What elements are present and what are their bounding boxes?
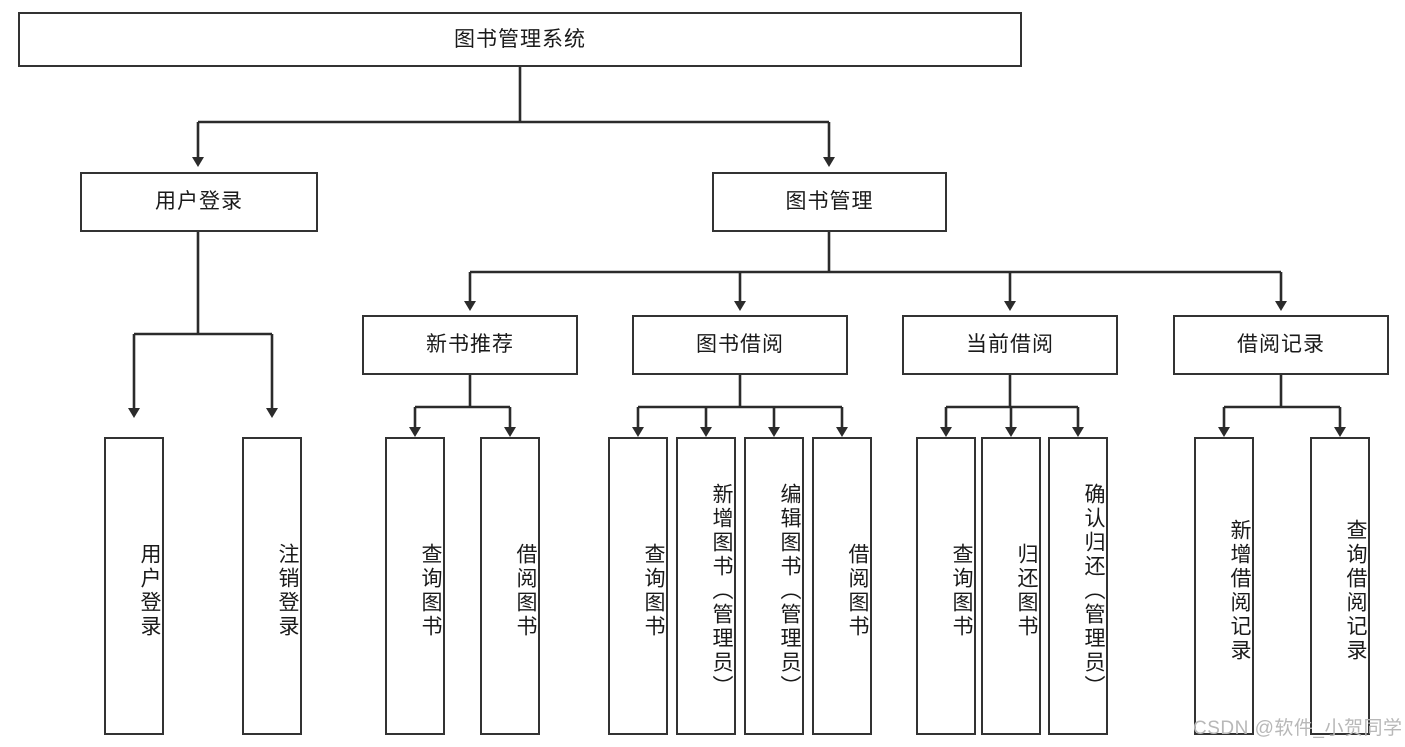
node-leaf-borrow-edit-book[interactable]: 编辑图书（管理员） xyxy=(744,437,804,735)
node-leaf-borrow-borrow-book[interactable]: 借阅图书 xyxy=(812,437,872,735)
node-label: 借阅图书 xyxy=(514,543,537,639)
node-label: 确认归还（管理员） xyxy=(1082,483,1105,699)
node-label: 图书管理系统 xyxy=(454,27,586,51)
node-label: 新书推荐 xyxy=(426,333,514,357)
node-label: 新增图书（管理员） xyxy=(710,483,733,699)
node-book-management[interactable]: 图书管理 xyxy=(712,172,947,232)
node-leaf-current-return-book[interactable]: 归还图书 xyxy=(981,437,1041,735)
node-label: 查询图书 xyxy=(642,543,665,639)
node-user-login[interactable]: 用户登录 xyxy=(80,172,318,232)
node-label: 编辑图书（管理员） xyxy=(778,483,801,699)
node-label: 用户登录 xyxy=(155,190,243,214)
node-label: 借阅记录 xyxy=(1237,333,1325,357)
node-label: 新增借阅记录 xyxy=(1228,519,1251,663)
node-book-borrow[interactable]: 图书借阅 xyxy=(632,315,848,375)
node-leaf-recommend-query-book[interactable]: 查询图书 xyxy=(385,437,445,735)
node-root-system[interactable]: 图书管理系统 xyxy=(18,12,1022,67)
node-label: 归还图书 xyxy=(1015,543,1038,639)
node-borrow-record[interactable]: 借阅记录 xyxy=(1173,315,1389,375)
node-leaf-current-query-book[interactable]: 查询图书 xyxy=(916,437,976,735)
node-label: 借阅图书 xyxy=(846,543,869,639)
node-label: 用户登录 xyxy=(138,543,161,639)
node-label: 查询图书 xyxy=(419,543,442,639)
node-label: 当前借阅 xyxy=(966,333,1054,357)
node-new-book-recommend[interactable]: 新书推荐 xyxy=(362,315,578,375)
node-label: 注销登录 xyxy=(276,543,299,639)
node-leaf-borrow-add-book[interactable]: 新增图书（管理员） xyxy=(676,437,736,735)
node-current-borrow[interactable]: 当前借阅 xyxy=(902,315,1118,375)
node-leaf-borrow-query-book[interactable]: 查询图书 xyxy=(608,437,668,735)
node-leaf-current-confirm-return[interactable]: 确认归还（管理员） xyxy=(1048,437,1108,735)
node-leaf-user-login[interactable]: 用户登录 xyxy=(104,437,164,735)
node-label: 查询图书 xyxy=(950,543,973,639)
node-label: 查询借阅记录 xyxy=(1344,519,1367,663)
node-label: 图书管理 xyxy=(785,190,874,214)
node-leaf-recommend-borrow-book[interactable]: 借阅图书 xyxy=(480,437,540,735)
csdn-watermark: CSDN @软件_小贺同学 xyxy=(1193,718,1403,739)
node-leaf-record-query[interactable]: 查询借阅记录 xyxy=(1310,437,1370,735)
node-leaf-record-add[interactable]: 新增借阅记录 xyxy=(1194,437,1254,735)
node-label: 图书借阅 xyxy=(696,333,784,357)
node-leaf-user-logout[interactable]: 注销登录 xyxy=(242,437,302,735)
